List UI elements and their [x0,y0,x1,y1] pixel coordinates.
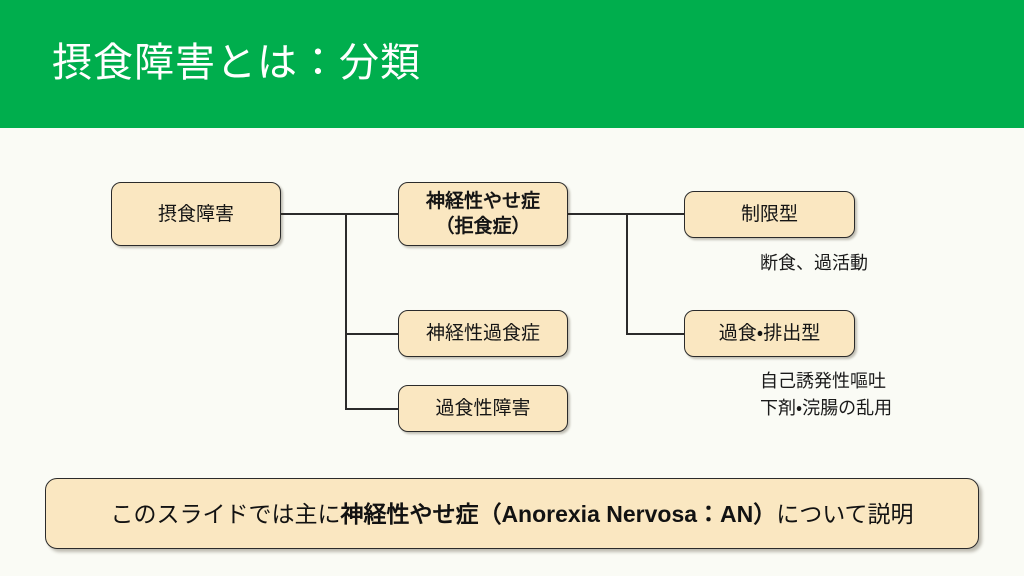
node-eating-disorder-label: 摂食障害 [157,203,234,225]
connector-branch-binge [345,408,399,410]
summary-banner-emphasis: 神経性やせ症（Anorexia Nervosa：AN） [340,500,777,527]
node-anorexia-nervosa-line1: 神経性やせ症 [425,191,540,212]
connector-root-to-spine [281,213,346,215]
connector-branch-bulimia [345,333,399,335]
node-binge-purging-type: 過食・排出型 [684,310,855,357]
header-band [0,0,1024,128]
node-bulimia-nervosa: 神経性過食症 [398,310,568,357]
page-title: 摂食障害とは：分類 [52,41,421,85]
caption-purging-type-line2: 下剤・浣腸の乱用 [760,398,893,418]
summary-banner-text: このスライドでは主に神経性やせ症（Anorexia Nervosa：AN）につい… [110,499,913,529]
connector-left-spine [345,213,347,409]
connector-branch-anorexia [345,213,399,215]
node-anorexia-nervosa: 神経性やせ症 （拒食症） [398,182,568,246]
node-anorexia-nervosa-line2: （拒食症） [435,216,531,237]
node-bulimia-nervosa-label: 神経性過食症 [425,323,540,344]
node-restricting-type: 制限型 [684,191,855,238]
node-eating-disorder: 摂食障害 [111,182,281,246]
summary-banner: このスライドでは主に神経性やせ症（Anorexia Nervosa：AN）につい… [45,478,979,549]
summary-banner-suffix: について説明 [776,500,914,527]
caption-restricting-type-line1: 断食、過活動 [760,253,868,273]
node-binge-eating-disorder: 過食性障害 [398,385,568,432]
connector-branch-restricting [626,213,685,215]
connector-branch-purging [626,333,685,335]
caption-restricting-type: 断食、過活動 [760,250,868,277]
summary-banner-prefix: このスライドでは主に [110,500,341,527]
connector-anorexia-to-spine [567,213,628,215]
caption-purging-type: 自己誘発性嘔吐 下剤・浣腸の乱用 [760,368,892,422]
node-restricting-type-label: 制限型 [740,204,798,225]
connector-right-spine [626,213,628,334]
node-binge-eating-disorder-label: 過食性障害 [435,398,531,419]
node-anorexia-nervosa-label: 神経性やせ症 （拒食症） [420,189,546,239]
node-binge-purging-type-label: 過食・排出型 [718,323,821,344]
caption-purging-type-line1: 自己誘発性嘔吐 [760,371,886,391]
classification-diagram: 摂食障害 神経性やせ症 （拒食症） 神経性過食症 過食性障害 制限型 過食・排出… [0,128,1024,576]
